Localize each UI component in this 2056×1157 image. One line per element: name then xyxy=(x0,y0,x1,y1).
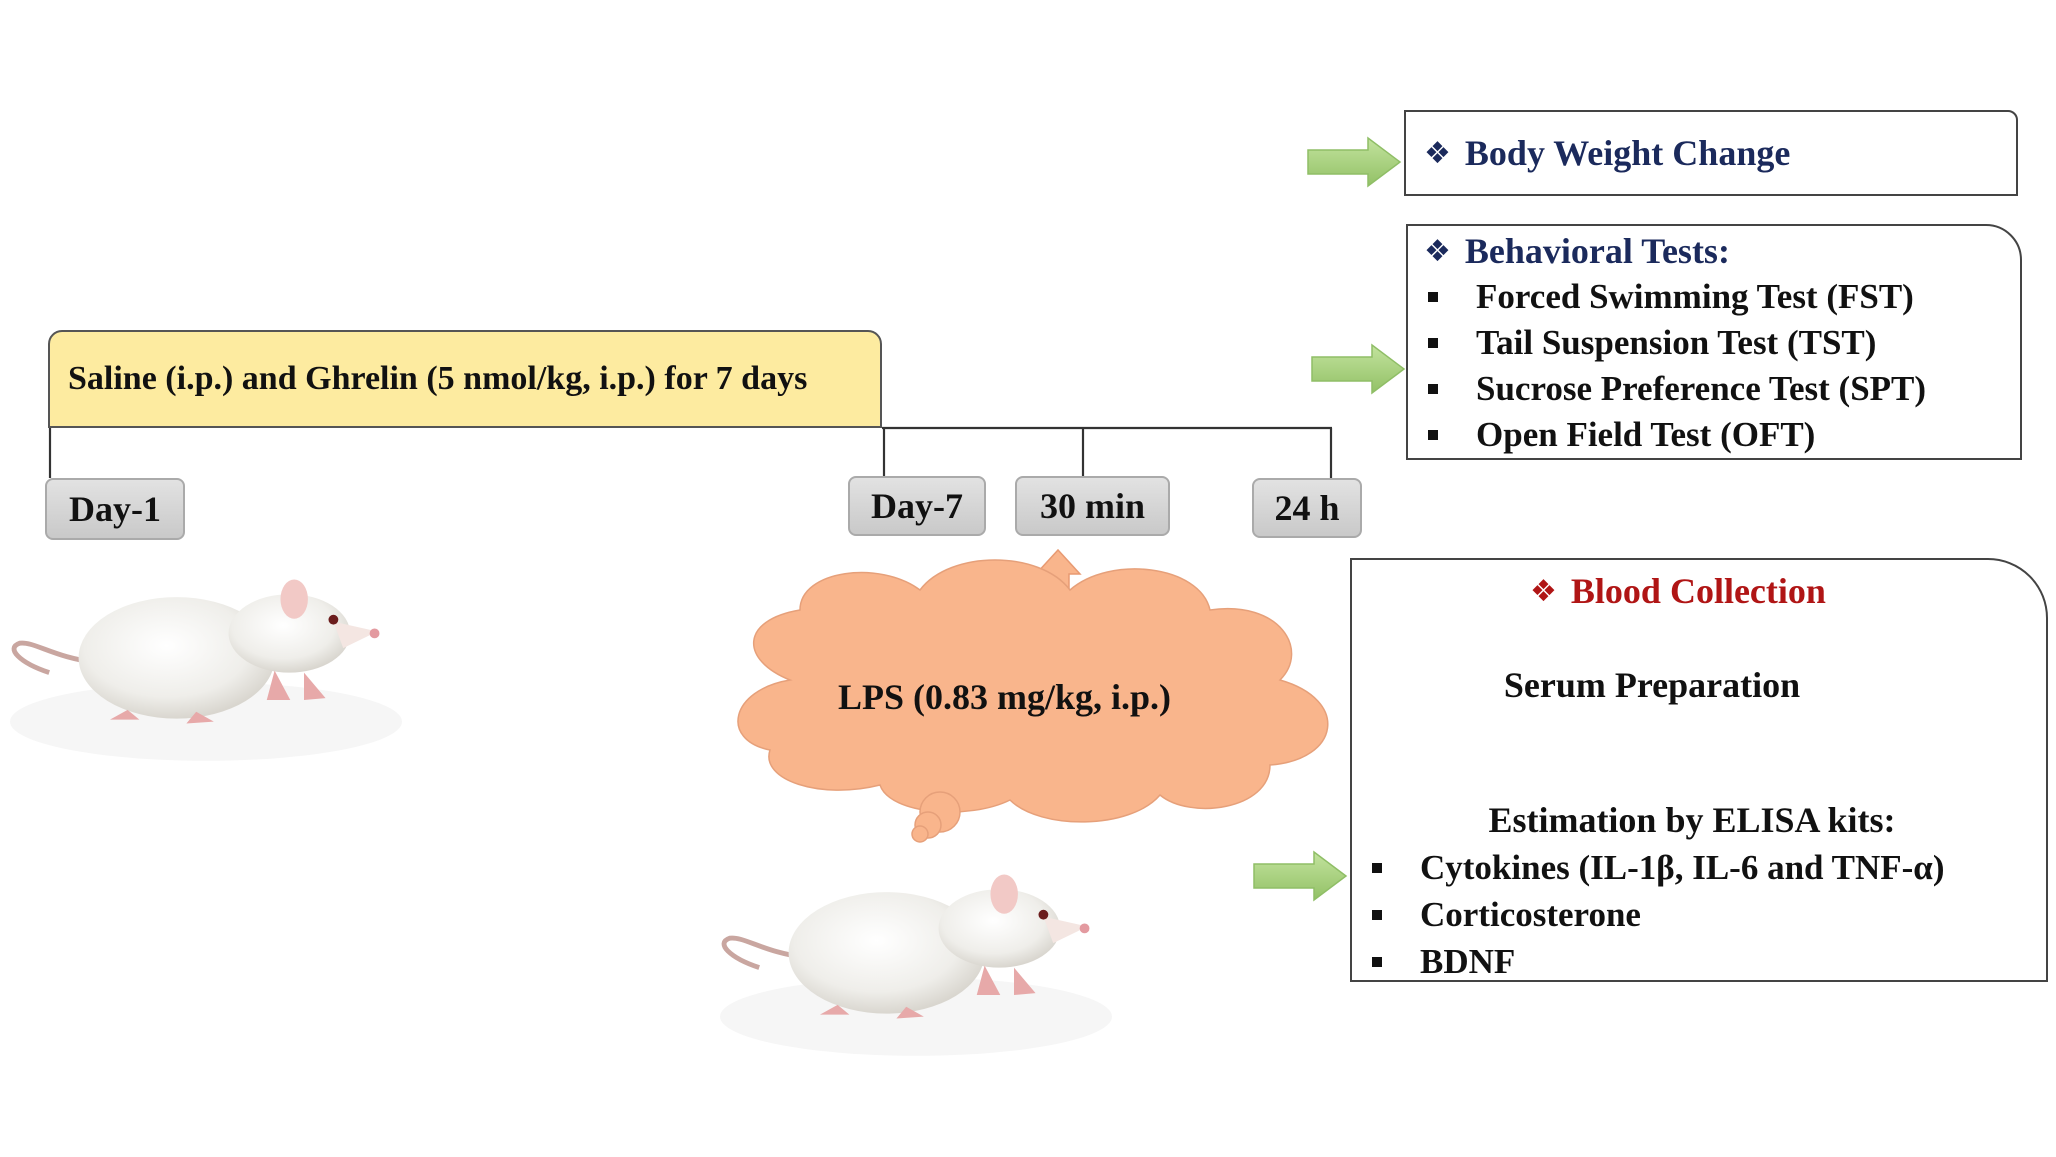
timepoint-day1-label: Day-1 xyxy=(69,489,161,529)
lps-label: LPS (0.83 mg/kg, i.p.) xyxy=(838,677,1172,717)
diamond-bullet-icon: ❖ xyxy=(1424,135,1451,171)
blood-title: Blood Collection xyxy=(1570,571,1826,611)
thought-cloud xyxy=(737,559,1329,843)
rat-illustration xyxy=(10,580,402,761)
body-weight-title: Body Weight Change xyxy=(1464,133,1791,173)
timepoint-30min: 30 min xyxy=(1015,476,1170,536)
timepoint-day7-label: Day-7 xyxy=(871,486,963,526)
treatment-label: Saline (i.p.) and Ghrelin (5 nmol/kg, i.… xyxy=(68,360,808,397)
timepoint-24h-label: 24 h xyxy=(1274,488,1340,528)
rat-illustration xyxy=(720,875,1112,1056)
blood-panel: ❖ Blood Collection Serum Preparation Est… xyxy=(1350,558,2048,982)
square-bullet-icon xyxy=(1372,956,1382,967)
list-item: Tail Suspension Test (TST) xyxy=(1428,320,1926,366)
right-arrow-icon xyxy=(1253,850,1348,902)
timepoint-24h: 24 h xyxy=(1252,478,1362,538)
list-item: Sucrose Preference Test (SPT) xyxy=(1428,366,1926,412)
square-bullet-icon xyxy=(1428,384,1438,394)
square-bullet-icon xyxy=(1428,292,1438,302)
timeline-connectors xyxy=(48,426,1333,478)
behavioral-list: Forced Swimming Test (FST) Tail Suspensi… xyxy=(1428,274,1926,458)
elisa-estimation: Estimation by ELISA kits: xyxy=(1488,800,1896,840)
treatment-box: Saline (i.p.) and Ghrelin (5 nmol/kg, i.… xyxy=(48,330,882,428)
list-item: Forced Swimming Test (FST) xyxy=(1428,274,1926,320)
diamond-bullet-icon: ❖ xyxy=(1530,573,1557,609)
square-bullet-icon xyxy=(1428,430,1438,440)
right-arrow-icon xyxy=(1311,343,1406,395)
list-item: Corticosterone xyxy=(1372,891,1944,938)
list-item: BDNF xyxy=(1372,938,1944,985)
list-item: Cytokines (IL-1β, IL-6 and TNF-α) xyxy=(1372,844,1944,891)
behavioral-panel: ❖ Behavioral Tests: Forced Swimming Test… xyxy=(1406,224,2022,460)
serum-preparation: Serum Preparation xyxy=(1503,665,1801,705)
diamond-bullet-icon: ❖ xyxy=(1424,233,1451,269)
body-weight-panel: ❖ Body Weight Change xyxy=(1404,110,2018,196)
square-bullet-icon xyxy=(1372,862,1382,873)
timepoint-day7: Day-7 xyxy=(848,476,986,536)
square-bullet-icon xyxy=(1372,909,1382,920)
list-item: Open Field Test (OFT) xyxy=(1428,412,1926,458)
square-bullet-icon xyxy=(1428,338,1438,348)
timepoint-day1: Day-1 xyxy=(45,478,185,540)
right-arrow-icon xyxy=(1307,136,1402,188)
timepoint-30min-label: 30 min xyxy=(1039,486,1145,526)
behavioral-title: Behavioral Tests: xyxy=(1464,231,1730,271)
elisa-list: Cytokines (IL-1β, IL-6 and TNF-α) Cortic… xyxy=(1372,844,1944,985)
